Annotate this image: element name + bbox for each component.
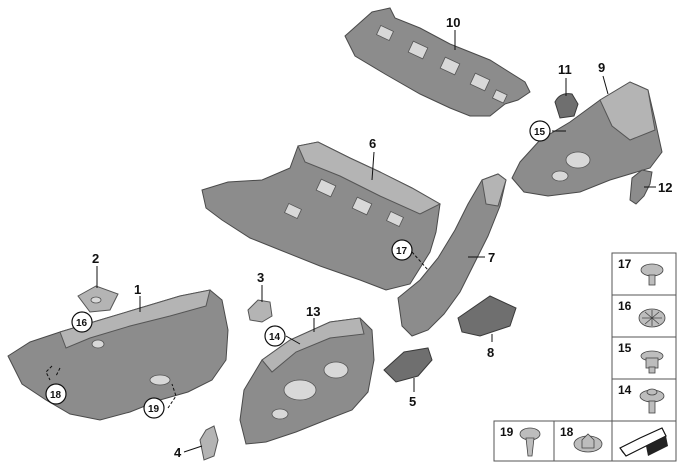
svg-text:14: 14 bbox=[269, 332, 281, 343]
part-6-floor-insulation bbox=[201, 141, 442, 291]
callout-6: 6 bbox=[369, 136, 376, 151]
svg-text:15: 15 bbox=[534, 127, 546, 138]
clip-19-icon bbox=[519, 427, 541, 457]
ref-18: 18 bbox=[45, 365, 67, 405]
callout-11: 11 bbox=[558, 62, 572, 77]
part-12-bracket bbox=[629, 169, 653, 205]
svg-text:16: 16 bbox=[76, 318, 88, 329]
ref-19: 19 bbox=[143, 383, 177, 419]
leader-9 bbox=[602, 75, 609, 95]
clip-14-icon bbox=[639, 388, 665, 414]
part-1-insulation bbox=[7, 289, 229, 421]
ref-16: 16 bbox=[71, 311, 93, 333]
callout-7: 7 bbox=[488, 250, 495, 265]
legend-label-17: 17 bbox=[618, 257, 632, 271]
legend-label-19: 19 bbox=[500, 425, 514, 439]
legend-label-14: 14 bbox=[618, 383, 632, 397]
callout-1: 1 bbox=[134, 282, 141, 297]
part-13-door-insulation bbox=[239, 317, 375, 445]
callout-5: 5 bbox=[409, 394, 416, 409]
ref-17: 17 bbox=[391, 239, 429, 271]
svg-text:17: 17 bbox=[396, 246, 408, 257]
part-5-bracket bbox=[383, 347, 433, 383]
clip-18-icon bbox=[573, 433, 603, 453]
legend-label-15: 15 bbox=[618, 341, 632, 355]
part-10-insulation bbox=[344, 7, 531, 117]
part-8-pad bbox=[457, 295, 517, 337]
callout-9: 9 bbox=[598, 60, 605, 75]
leader-4 bbox=[183, 445, 203, 453]
legend-label-18: 18 bbox=[560, 425, 574, 439]
callout-8: 8 bbox=[487, 345, 494, 360]
fastener-legend: 17 16 15 14 19 1 bbox=[493, 252, 677, 462]
clip-15-icon bbox=[640, 350, 664, 374]
part-4-bracket bbox=[199, 425, 219, 461]
legend-cell-15 bbox=[611, 336, 677, 380]
direction-arrow-icon bbox=[619, 427, 668, 457]
callout-2: 2 bbox=[92, 251, 99, 266]
part-9-insulation bbox=[511, 81, 663, 197]
svg-text:18: 18 bbox=[50, 390, 62, 401]
ref-14: 14 bbox=[264, 325, 301, 347]
part-3-bracket bbox=[247, 299, 273, 323]
callout-12: 12 bbox=[658, 180, 672, 195]
callout-3: 3 bbox=[257, 270, 264, 285]
legend-label-16: 16 bbox=[618, 299, 632, 313]
clip-16-icon bbox=[638, 308, 666, 328]
leader-6 bbox=[371, 151, 375, 181]
callout-10: 10 bbox=[446, 15, 460, 30]
legend-cell-19 bbox=[493, 420, 555, 462]
clip-17-icon bbox=[640, 263, 664, 286]
part-2-plate bbox=[77, 285, 119, 313]
part-11-cap bbox=[554, 93, 579, 119]
callout-4: 4 bbox=[174, 445, 182, 460]
svg-text:19: 19 bbox=[148, 404, 160, 415]
ref-15: 15 bbox=[529, 120, 566, 142]
callout-13: 13 bbox=[306, 304, 320, 319]
part-7-pillar-insulation bbox=[397, 173, 507, 337]
